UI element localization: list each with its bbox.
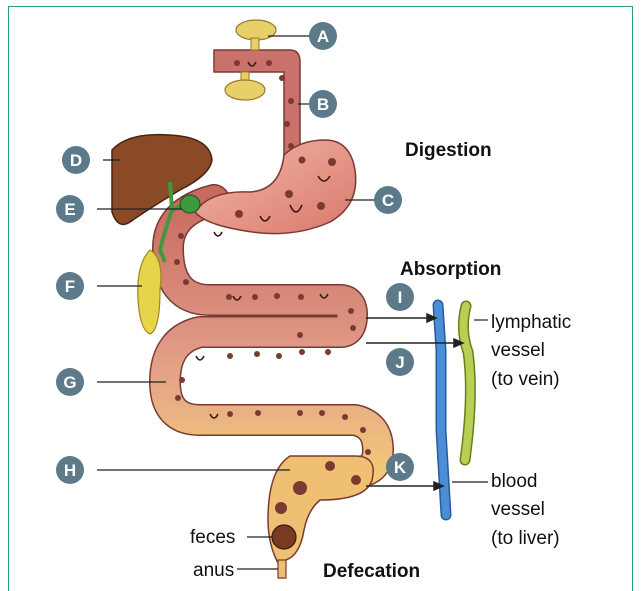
heading-digestion: Digestion	[405, 140, 492, 161]
badge-a: A	[309, 22, 337, 50]
svg-text:B: B	[317, 95, 329, 114]
svg-text:C: C	[382, 191, 394, 210]
svg-text:A: A	[317, 27, 329, 46]
blood-label-line1: blood	[491, 471, 538, 492]
badge-g: G	[56, 368, 84, 396]
food-chunks	[196, 62, 330, 418]
lymph-label-line2: vessel	[491, 340, 545, 361]
svg-text:D: D	[70, 151, 82, 170]
heading-defecation: Defecation	[323, 561, 420, 582]
svg-text:J: J	[395, 353, 404, 372]
lymph-label-line1: lymphatic	[491, 312, 571, 333]
feces-mass	[272, 525, 296, 549]
lymph-label-line3: (to vein)	[491, 369, 560, 390]
svg-text:G: G	[63, 373, 76, 392]
svg-text:I: I	[398, 288, 403, 307]
badge-b: B	[309, 90, 337, 118]
svg-text:H: H	[64, 461, 76, 480]
badge-c: C	[374, 186, 402, 214]
blood-label-line2: vessel	[491, 499, 545, 520]
heading-absorption: Absorption	[400, 259, 501, 280]
gallbladder	[180, 195, 200, 213]
svg-text:F: F	[65, 277, 75, 296]
pancreas	[138, 250, 161, 334]
badge-f: F	[56, 272, 84, 300]
badge-i: I	[386, 283, 414, 311]
badge-k: K	[386, 453, 414, 481]
badge-h: H	[56, 456, 84, 484]
badge-j: J	[386, 348, 414, 376]
svg-text:K: K	[394, 458, 407, 477]
badge-d: D	[62, 146, 90, 174]
badge-e: E	[56, 195, 84, 223]
svg-text:E: E	[64, 200, 75, 219]
esophagus	[214, 50, 300, 160]
anus-label: anus	[193, 560, 234, 581]
blood-label-line3: (to liver)	[491, 528, 560, 549]
feces-label: feces	[190, 527, 235, 548]
anus	[278, 560, 286, 578]
